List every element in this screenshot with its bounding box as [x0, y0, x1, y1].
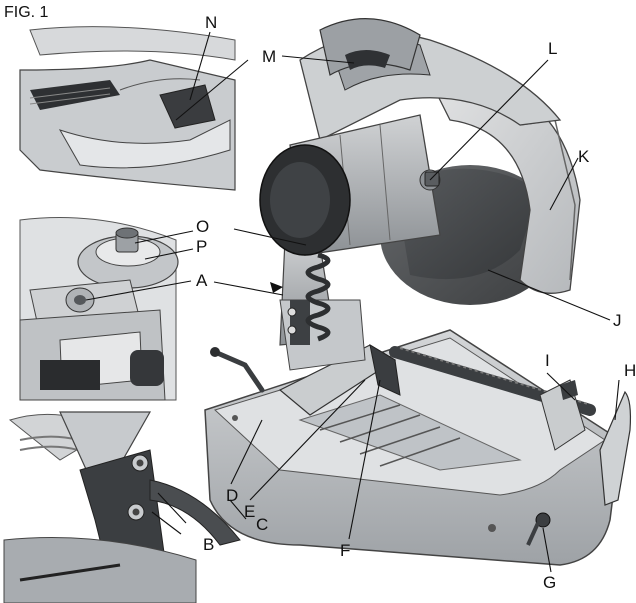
vise-jaw-movable — [539, 379, 586, 451]
label-f: F — [340, 541, 351, 560]
motor-housing — [259, 114, 441, 256]
label-d: D — [226, 486, 239, 505]
label-c: C — [256, 515, 269, 534]
front-knob — [526, 512, 551, 546]
label-e: E — [244, 502, 256, 521]
figure-title: FIG. 1 — [4, 4, 49, 21]
label-i: I — [545, 351, 550, 370]
handle — [319, 18, 421, 76]
spindle-lock-button — [424, 171, 440, 187]
quick-release-lever — [599, 390, 632, 506]
arrow-head-a — [270, 282, 283, 293]
fence-lever — [210, 347, 265, 393]
label-m: M — [262, 47, 277, 66]
label-l: L — [548, 39, 558, 58]
leader-lines — [85, 31, 620, 573]
label-o: O — [196, 217, 210, 236]
inset-spindle-detail — [14, 214, 179, 401]
label-g: G — [543, 573, 557, 592]
spring — [305, 252, 331, 342]
label-j: J — [613, 311, 622, 330]
inset-handle-detail — [8, 24, 236, 196]
label-n: N — [205, 13, 218, 32]
label-b: B — [203, 535, 215, 554]
inset-clamp-detail — [3, 411, 241, 603]
label-p: P — [196, 237, 208, 256]
label-h: H — [624, 361, 636, 380]
label-a: A — [196, 271, 208, 290]
label-k: K — [578, 147, 590, 166]
